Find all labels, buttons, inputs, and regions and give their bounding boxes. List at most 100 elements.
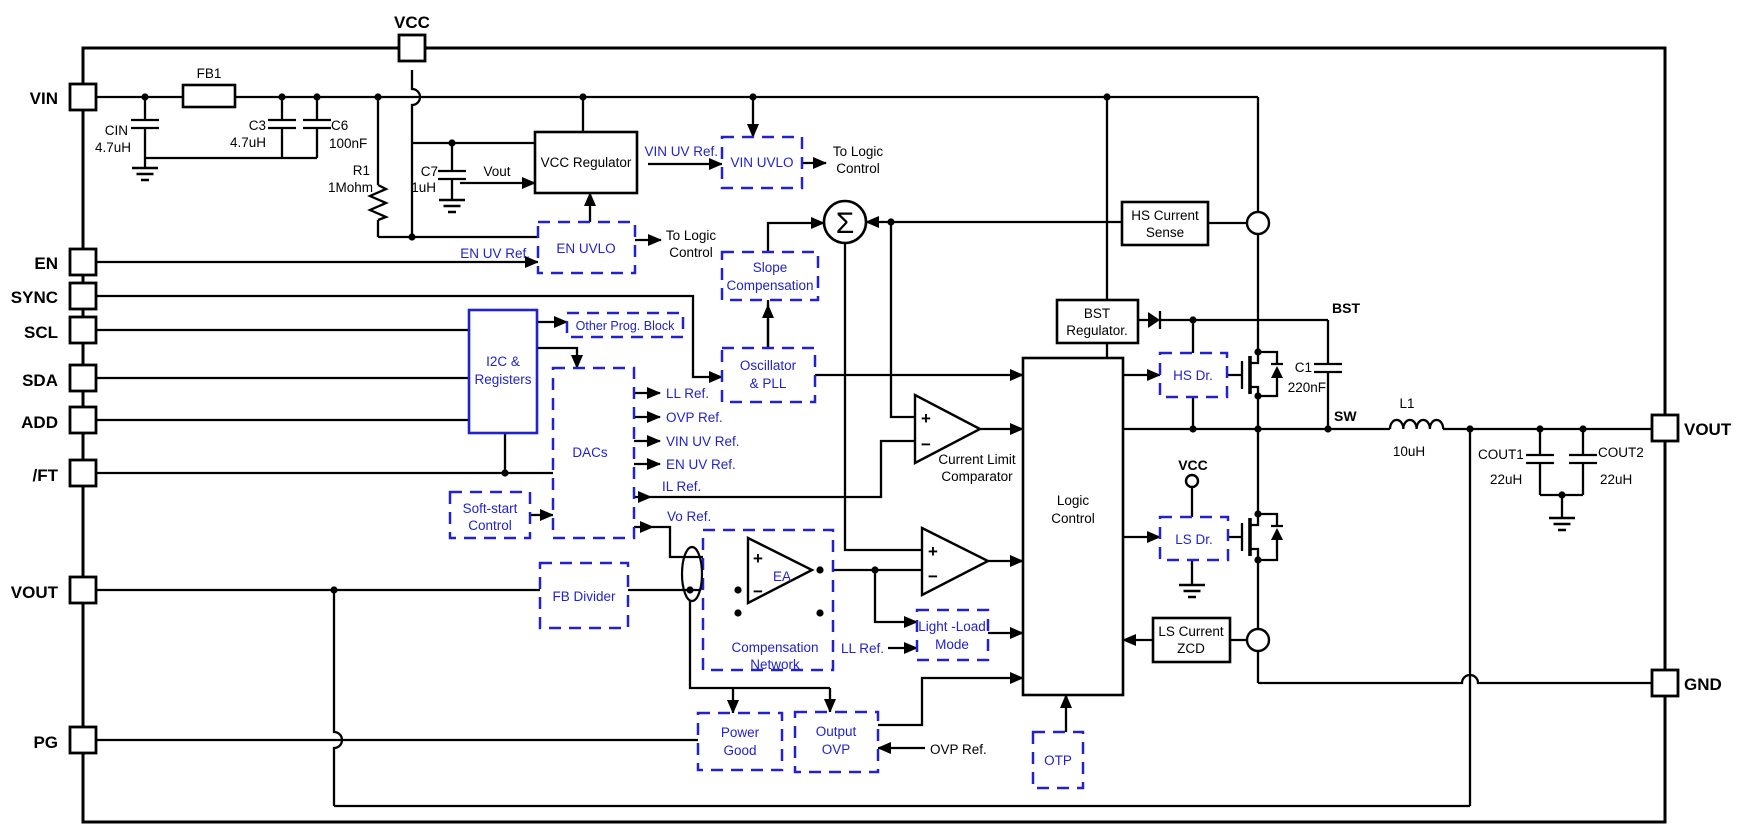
pin-ft-terminal: [68, 458, 98, 488]
wire-input-gnd-bus: [143, 156, 317, 168]
label-cout2-value: 22uH: [1600, 472, 1632, 487]
block-light-load-mode: [915, 608, 990, 662]
pin-en-label: EN: [34, 254, 58, 273]
ground-icon: [1547, 516, 1577, 532]
block-power-good: [696, 711, 784, 772]
label-vo-ref: Vo Ref.: [667, 509, 711, 524]
label-vout-sense: Vout: [483, 164, 510, 179]
block-slope-compensation: [720, 250, 820, 302]
ground-icon: [437, 198, 467, 214]
label-c7-value: 1uH: [411, 180, 436, 195]
label-cout2: COUT2: [1598, 445, 1644, 460]
wire-sense-to-clc: [889, 222, 915, 419]
summing-node: [822, 199, 868, 245]
wire-vout-sense-v: [332, 590, 344, 806]
pin-pg-terminal: [68, 725, 98, 755]
ea-minus: −: [753, 582, 763, 601]
label-sw: SW: [1334, 408, 1357, 424]
block-vcc-regulator: [533, 130, 639, 195]
pin-vin-terminal: [68, 82, 98, 112]
block-vin-uvlo-label: VIN UVLO: [730, 155, 793, 170]
label-c6: C6: [331, 118, 348, 133]
block-bst-regulator-label-2: Regulator.: [1066, 323, 1128, 338]
block-other-prog-label: Other Prog. Block: [576, 319, 675, 333]
wire-sync: [95, 294, 723, 383]
label-c1: C1: [1295, 360, 1312, 375]
block-logic-control: [1021, 356, 1125, 697]
diode-bst: [1148, 312, 1160, 328]
block-logic-control-label-1: Logic: [1057, 493, 1090, 508]
block-hs-current-sense-label-2: Sense: [1146, 225, 1184, 240]
ferrite-bead-fb1: [181, 83, 237, 109]
block-hs-current-sense-label-1: HS Current: [1131, 208, 1199, 223]
ground-icon: [1177, 583, 1207, 599]
block-bst-regulator-label-1: BST: [1084, 306, 1110, 321]
clc-plus: +: [921, 409, 931, 428]
pin-scl-terminal: [68, 315, 98, 345]
pin-en-terminal: [68, 247, 98, 277]
block-otp: [1031, 730, 1085, 790]
block-osc-label-1: Oscillator: [740, 358, 797, 373]
label-ovp-ref-input: OVP Ref.: [930, 742, 987, 757]
label-c1-value: 220nF: [1288, 380, 1326, 395]
label-ea: EA: [773, 569, 791, 584]
pin-vout-left-terminal: [68, 575, 98, 605]
label-current-limit-2: Comparator: [941, 469, 1013, 484]
block-fb-divider-label: FB Divider: [552, 589, 616, 604]
label-c3-value: 4.7uH: [230, 135, 266, 150]
block-slope-label-1: Slope: [753, 260, 788, 275]
wire-i2c-to-dacs: [537, 346, 583, 369]
pin-sda-terminal: [68, 363, 98, 393]
pin-terminals: [68, 33, 1680, 755]
arrowhead-voref: [640, 521, 654, 533]
block-soft-start-label-1: Soft-start: [463, 501, 518, 516]
label-cin-value: 4.7uH: [95, 140, 131, 155]
block-i2c-label-2: Registers: [474, 372, 531, 387]
label-c3: C3: [249, 118, 266, 133]
label-l1-value: 10uH: [1393, 444, 1425, 459]
pin-ft-label: /FT: [33, 466, 59, 485]
cap-c3: [268, 97, 296, 158]
block-en-uvlo: [536, 220, 637, 275]
block-ls-current-zcd-label-1: LS Current: [1158, 624, 1224, 639]
wire-bst-c1: [1160, 318, 1342, 429]
block-osc-label-2: & PLL: [750, 376, 787, 391]
pin-vcc-terminal: [397, 33, 427, 63]
pwm-comparator: [920, 526, 991, 597]
signal-bundle-icon: [680, 545, 704, 603]
pin-vout-left-label: VOUT: [11, 583, 59, 602]
block-power-good-label-2: Good: [723, 743, 756, 758]
block-fb-divider: [538, 561, 630, 630]
block-slope-label-2: Compensation: [726, 278, 813, 293]
pin-sync-label: SYNC: [11, 288, 58, 307]
sigma-symbol: Σ: [836, 207, 855, 240]
block-dacs: [551, 366, 636, 540]
pin-sync-terminal: [68, 281, 98, 311]
label-cin: CIN: [105, 123, 128, 138]
block-light-load-label-2: Mode: [935, 637, 969, 652]
block-hs-dr-label: HS Dr.: [1173, 368, 1213, 383]
block-i2c-label-1: I2C &: [486, 354, 520, 369]
block-hs-current-sense: [1120, 200, 1210, 247]
wire-slope-to-sum: [766, 217, 825, 252]
cap-c6: [303, 97, 331, 158]
label-il-ref: IL Ref.: [662, 479, 701, 494]
block-i2c-registers: [467, 308, 539, 435]
block-soft-start: [448, 490, 532, 540]
wire-ilref: [634, 439, 915, 499]
current-limit-comparator: [913, 393, 983, 465]
block-output-ovp: [793, 710, 880, 774]
vcc-terminal-icon: [1184, 473, 1200, 489]
block-comp-network-label-1: Compensation: [731, 640, 818, 655]
label-r1-value: 1Mohm: [328, 180, 373, 195]
pin-sda-label: SDA: [22, 371, 58, 390]
pin-pg-label: PG: [33, 733, 58, 752]
label-current-limit-1: Current Limit: [938, 452, 1016, 467]
block-en-uvlo-label: EN UVLO: [556, 241, 615, 256]
block-ls-current-zcd-label-2: ZCD: [1177, 641, 1205, 656]
pin-add-terminal: [68, 405, 98, 435]
block-ls-current-zcd: [1151, 616, 1232, 664]
inductor-l1: [1388, 418, 1445, 430]
block-ls-dr-label: LS Dr.: [1175, 532, 1213, 547]
